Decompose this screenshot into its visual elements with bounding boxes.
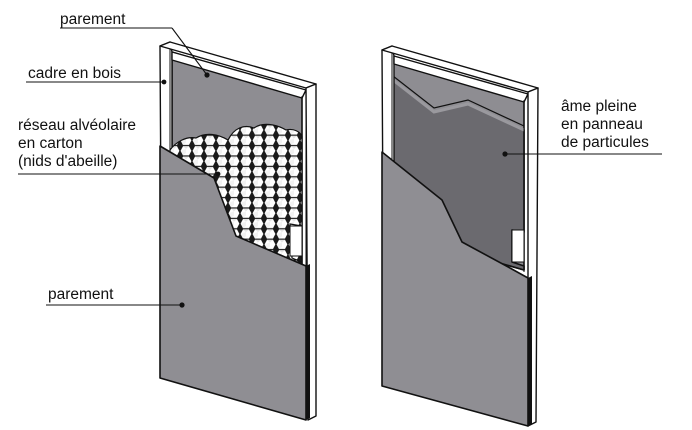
label-honeycomb-line1: réseau alvéolaire (18, 117, 136, 134)
label-wood-frame: cadre en bois (28, 65, 121, 82)
left-door (159, 41, 317, 421)
right-door (381, 45, 539, 427)
label-solid-core-line2: en panneau (561, 116, 643, 133)
right-front-facing (381, 151, 529, 427)
label-solid-core-line3: de particules (561, 134, 649, 151)
label-front-facing: parement (48, 286, 114, 303)
left-honeycomb-core (169, 123, 303, 271)
label-top-facing: parement (60, 11, 126, 28)
leader-lines (18, 27, 662, 308)
label-honeycomb-line2: en carton (18, 135, 83, 152)
label-solid-core-line1: âme pleine (561, 98, 637, 115)
label-honeycomb-line3: (nids d'abeille) (18, 153, 117, 170)
